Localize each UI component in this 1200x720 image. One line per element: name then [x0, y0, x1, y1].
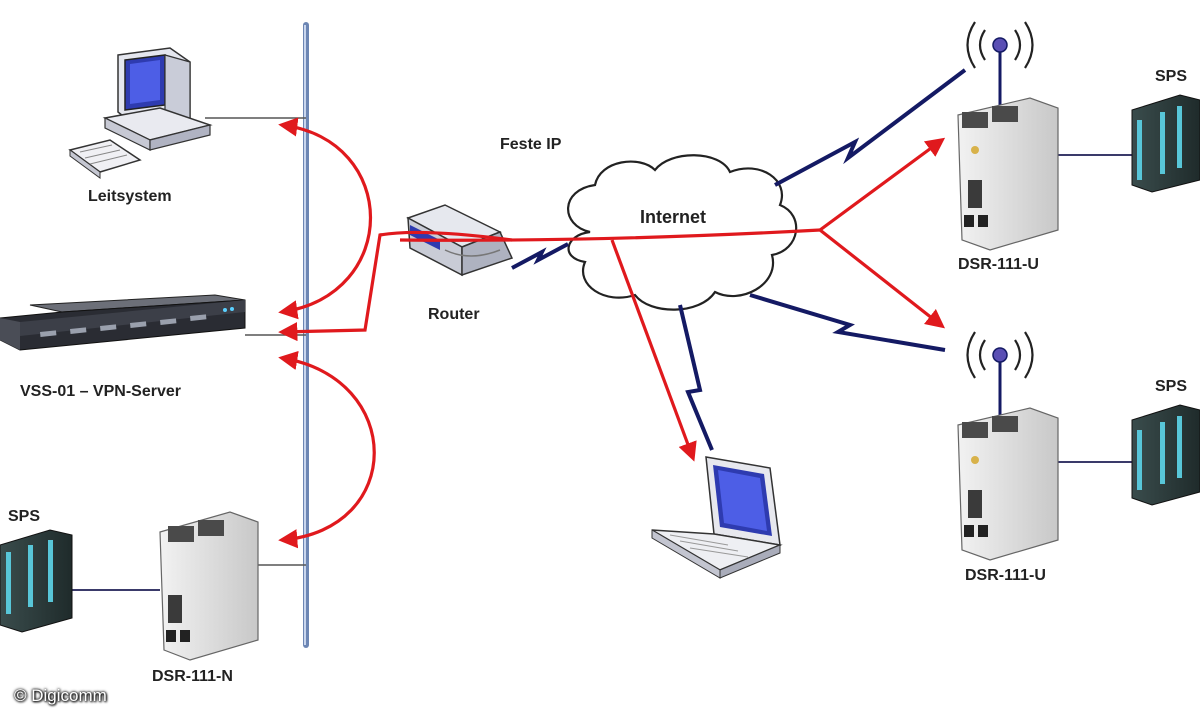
label-feste-ip: Feste IP	[500, 136, 562, 153]
vpn-link-dsr-bottom	[819, 228, 946, 329]
plc-icon	[1131, 94, 1200, 193]
rack-server-icon	[0, 294, 246, 351]
plc-icon	[0, 529, 73, 633]
plc-icon	[1131, 404, 1200, 506]
antenna-icon	[966, 21, 1034, 105]
label-internet: Internet	[640, 207, 707, 227]
vpn-link-dsr-top	[819, 137, 946, 232]
label-router: Router	[428, 306, 480, 323]
label-dsr-111-u-top: DSR-111-U	[958, 256, 1039, 273]
din-rail-modem-icon	[957, 407, 1059, 561]
label-dsr-111-n: DSR-111-N	[152, 668, 233, 685]
vpn-link-laptop	[610, 239, 697, 462]
label-sps-bottom: SPS	[1155, 378, 1188, 395]
lightning-link-icon	[511, 68, 967, 451]
desktop-pc-icon	[68, 47, 213, 179]
din-rail-modem-icon	[159, 511, 259, 661]
vpn-arc-dsr-n	[278, 351, 376, 549]
label-leitsystem: Leitsystem	[88, 188, 172, 205]
laptop-icon	[651, 456, 783, 579]
copyright-notice: © Digicomm	[14, 686, 107, 705]
vpn-arc-leitsystem	[278, 117, 373, 320]
vpn-link-router-server	[278, 230, 513, 342]
antenna-icon	[966, 331, 1034, 420]
vpn-link-cloud	[399, 228, 821, 242]
label-vpn-server: VSS-01 – VPN-Server	[20, 383, 181, 400]
label-sps-left: SPS	[8, 508, 41, 525]
din-rail-modem-icon	[957, 97, 1059, 251]
label-sps-top: SPS	[1155, 68, 1188, 85]
label-dsr-111-u-bottom: DSR-111-U	[965, 567, 1046, 584]
